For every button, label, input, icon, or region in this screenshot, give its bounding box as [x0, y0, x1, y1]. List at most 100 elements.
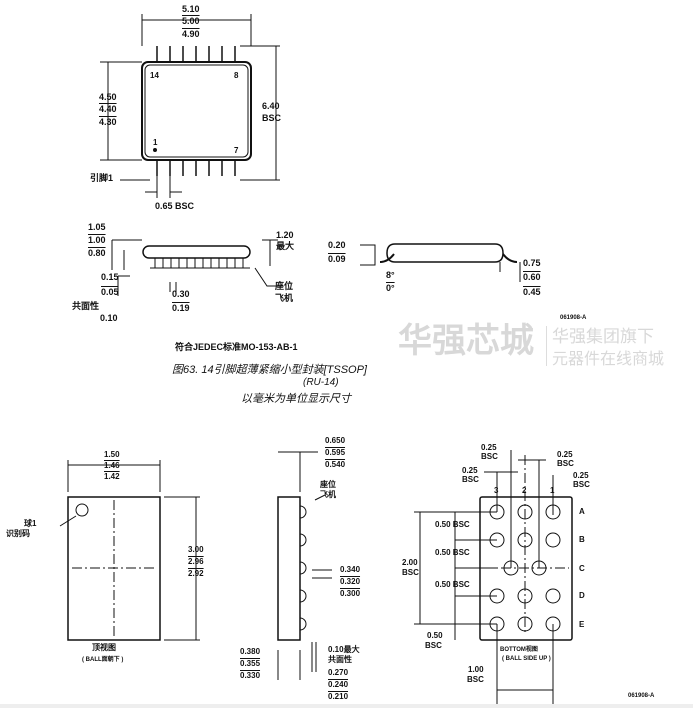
figure-caption: 图63. 14引脚超薄紧缩小型封装[TSSOP]: [172, 364, 367, 376]
tssop-body-side: [142, 245, 251, 259]
pitch-050-1: 0.50 BSC: [435, 520, 470, 529]
bsc-025-b-bsc: BSC: [557, 459, 574, 468]
dim-end: [360, 244, 521, 282]
wl-width-nom: 1.46: [104, 461, 120, 470]
pin-label-1: 1: [153, 138, 158, 147]
dim-leadwidth-min: 0.19: [172, 303, 190, 313]
dim-width: [141, 14, 252, 46]
dim-span-value: 6.40: [262, 101, 280, 111]
drawing-id-tssop: 061908-A: [560, 315, 587, 321]
dim-length-nom: 4.40: [99, 104, 117, 114]
pin-label-14: 14: [150, 71, 159, 80]
bsc-025-c-bsc: BSC: [462, 475, 479, 484]
dim-length-min: 4.30: [99, 117, 117, 127]
dim-width-nom: 5.00: [182, 16, 200, 26]
bottom-view-note: ( BALL SIDE UP ): [502, 656, 551, 662]
wlcsp-body-top: [67, 496, 161, 641]
dim-heights: [111, 239, 250, 296]
span-100-bsc: BSC: [467, 675, 484, 684]
tssop-leads-side: [154, 258, 244, 268]
dim-length: [100, 61, 142, 161]
ball1-leader: [59, 515, 77, 527]
bsc-025-a-bsc: BSC: [481, 452, 498, 461]
jedec-note: 符合JEDEC标准MO-153-AB-1: [175, 342, 298, 352]
dim-bottom: [414, 450, 554, 708]
dim-standoff-max: 0.15: [101, 272, 119, 282]
column-label-3: 3: [494, 486, 499, 495]
bsc-025-b: 0.25: [557, 450, 573, 459]
pin1-label: 引脚1: [90, 173, 114, 183]
dim-span-bsc: BSC: [262, 113, 282, 123]
dim-thickness-max: 0.20: [328, 240, 346, 250]
column-label-2: 2: [522, 486, 527, 495]
column-label-1: 1: [550, 486, 555, 495]
wl-ball-max: 0.270: [328, 668, 349, 677]
row-label-d: D: [579, 591, 585, 600]
pitch-050-4-bsc: BSC: [425, 641, 442, 650]
wl-coplanarity-value: 0.10最大: [328, 645, 360, 654]
package-code: (RU-14): [303, 377, 339, 388]
dim-height-max: 1.05: [88, 222, 106, 232]
wl-width-max: 1.50: [104, 450, 120, 459]
tssop-leads-top: [156, 46, 236, 176]
row-label-b: B: [579, 535, 585, 544]
wl-length-min: 2.92: [188, 569, 204, 578]
watermark-divider: [546, 326, 547, 366]
units-note: 以毫米为单位显示尺寸: [241, 393, 351, 405]
dim-pitch: [145, 176, 182, 198]
wl-height-max: 0.650: [325, 436, 346, 445]
span-200-value: 2.00: [402, 558, 418, 567]
angle-min: 0°: [386, 283, 395, 293]
wl-ballh-nom: 0.320: [340, 577, 361, 586]
drawing-id-wlcsp: 061908-A: [628, 693, 655, 699]
pin-label-7: 7: [234, 146, 239, 155]
dim-span: [240, 45, 280, 181]
seating-plane-2: 飞机: [275, 293, 294, 303]
wl-seating-2: 飞机: [320, 490, 336, 499]
dim-length-max: 4.50: [99, 92, 117, 102]
pin1-dot: [153, 148, 157, 152]
bsc-025-c: 0.25: [462, 466, 478, 475]
wl-height-min: 0.540: [325, 460, 346, 469]
wlcsp-body-side: [277, 496, 301, 641]
dim-wlcsp-length: [164, 496, 200, 641]
bottom-view-label: BOTTOM视图: [500, 647, 538, 653]
bsc-025-d: 0.25: [573, 471, 589, 480]
bsc-025-d-bsc: BSC: [573, 480, 590, 489]
coplanarity-value: 0.10: [100, 313, 118, 323]
row-label-e: E: [579, 620, 585, 629]
pitch-050-2: 0.50 BSC: [435, 548, 470, 557]
bottom-border: [0, 704, 693, 708]
row-label-c: C: [579, 564, 585, 573]
tssop-body-end: [386, 243, 504, 263]
row-label-a: A: [579, 507, 585, 516]
bsc-025-a: 0.25: [481, 443, 497, 452]
wl-ball-nom: 0.240: [328, 680, 349, 689]
bottom-centerlines: [483, 455, 569, 635]
wl-length-max: 3.00: [188, 545, 204, 554]
dim-maxheight-label: 最大: [276, 241, 295, 251]
wl-width-min: 1.42: [104, 472, 120, 481]
wl-length-nom: 2.96: [188, 557, 204, 566]
wl-ball-min: 0.210: [328, 692, 349, 701]
watermark-line2: 元器件在线商城: [552, 349, 665, 368]
dim-side: [277, 451, 332, 680]
ball1-marker: [75, 503, 89, 517]
wl-ballh-max: 0.340: [340, 565, 361, 574]
dim-width-min: 4.90: [182, 29, 200, 39]
wl-thick-min: 0.330: [240, 671, 261, 680]
wl-seating-1: 座位: [320, 480, 336, 489]
seating-plane-1: 座位: [275, 281, 294, 291]
wl-thick-max: 0.380: [240, 647, 261, 656]
dim-foot-max: 0.75: [523, 258, 541, 268]
wlcsp-balls-side: [299, 505, 307, 631]
ball1-label-2: 识别码: [6, 529, 30, 538]
span-200-bsc: BSC: [402, 568, 419, 577]
watermark-brand: 华强芯城: [398, 321, 534, 361]
top-view-label: 顶视图: [92, 643, 116, 652]
angle-max: 8°: [386, 270, 395, 280]
ball1-label-1: 球1: [24, 519, 37, 528]
dim-foot-nom: 0.60: [523, 272, 541, 282]
